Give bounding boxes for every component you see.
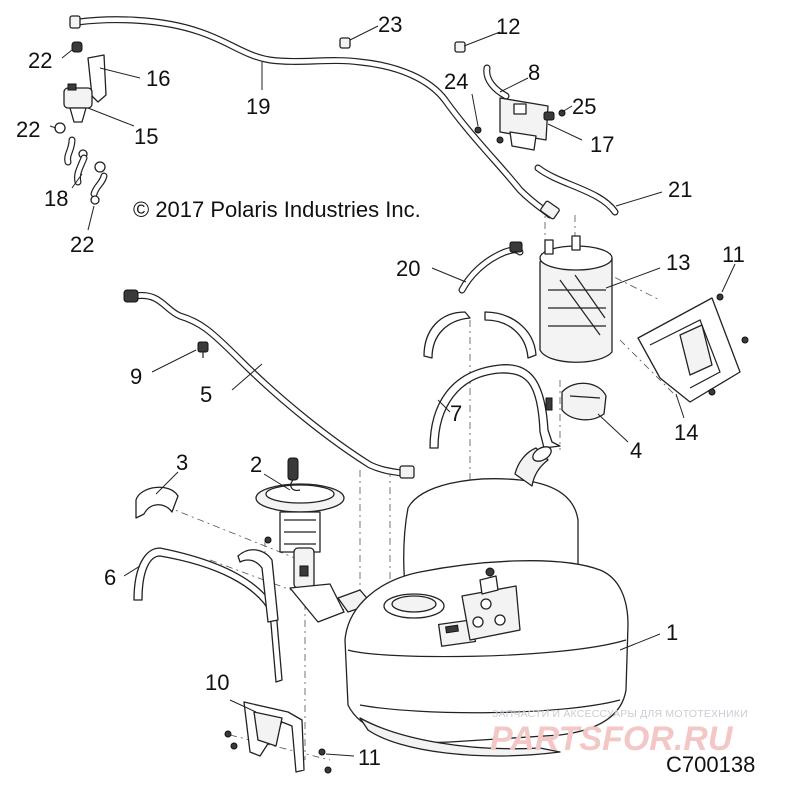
callout-22-top: 22 bbox=[28, 48, 52, 73]
rubber-pad-4 bbox=[561, 382, 607, 421]
callout-9: 9 bbox=[130, 364, 142, 389]
copyright-text: © 2017 Polaris Industries Inc. bbox=[133, 197, 421, 222]
rollover-valve-assembly bbox=[454, 41, 619, 216]
callout-11-top: 11 bbox=[722, 242, 745, 267]
callout-11-bottom: 11 bbox=[358, 745, 381, 770]
callout-22-bottom: 22 bbox=[70, 232, 94, 257]
callout-20: 20 bbox=[396, 256, 420, 281]
callout-23: 23 bbox=[378, 12, 402, 37]
callout-18: 18 bbox=[44, 186, 68, 211]
callout-21: 21 bbox=[668, 177, 692, 202]
callout-14: 14 bbox=[674, 420, 698, 445]
tank-bracket-10 bbox=[224, 701, 332, 774]
callout-17: 17 bbox=[590, 132, 614, 157]
callout-4: 4 bbox=[630, 438, 642, 463]
tank-strap-7 bbox=[423, 311, 561, 449]
rubber-pad-3 bbox=[135, 486, 179, 519]
evap-canister-13 bbox=[539, 235, 613, 363]
fuel-line-5 bbox=[123, 289, 415, 479]
callout-22-mid: 22 bbox=[16, 117, 40, 142]
vent-line-19 bbox=[69, 15, 560, 220]
check-valve-assembly bbox=[54, 41, 108, 205]
callout-5: 5 bbox=[200, 382, 212, 407]
callout-24: 24 bbox=[444, 69, 468, 94]
callout-8: 8 bbox=[528, 60, 540, 85]
callout-6: 6 bbox=[104, 565, 116, 590]
canister-hose-20 bbox=[458, 241, 524, 294]
leader-lines bbox=[49, 25, 736, 757]
watermark-brand: PARTSFOR.RU bbox=[490, 720, 734, 758]
callout-labels: 1 2 3 4 5 6 7 8 9 10 11 11 12 13 14 15 1… bbox=[16, 12, 745, 770]
callout-10: 10 bbox=[205, 670, 229, 695]
callout-3: 3 bbox=[176, 450, 188, 475]
callout-15: 15 bbox=[134, 124, 158, 149]
fuel-line-clip-9 bbox=[197, 341, 209, 358]
callout-16: 16 bbox=[146, 66, 170, 91]
canister-bracket-14 bbox=[637, 293, 749, 403]
tank-strap-6 bbox=[133, 547, 283, 683]
diagram-code: C700138 bbox=[666, 752, 755, 777]
callout-12: 12 bbox=[496, 14, 520, 39]
watermark-subtitle: ЗАПЧАСТИ И АКСЕССУАРЫ ДЛЯ МОТОТЕХНИКИ bbox=[492, 708, 748, 720]
line-clip-23 bbox=[339, 37, 351, 49]
callout-13: 13 bbox=[666, 250, 690, 275]
callout-2: 2 bbox=[250, 452, 262, 477]
callout-1: 1 bbox=[666, 620, 678, 645]
fuel-pump-2 bbox=[255, 457, 345, 623]
callout-25: 25 bbox=[572, 94, 596, 119]
callout-7: 7 bbox=[450, 401, 462, 426]
fuel-tank-1 bbox=[344, 446, 629, 757]
strap-pad bbox=[237, 549, 279, 623]
callout-19: 19 bbox=[246, 94, 270, 119]
watermark: ЗАПЧАСТИ И АКСЕССУАРЫ ДЛЯ МОТОТЕХНИКИ PA… bbox=[490, 708, 748, 758]
